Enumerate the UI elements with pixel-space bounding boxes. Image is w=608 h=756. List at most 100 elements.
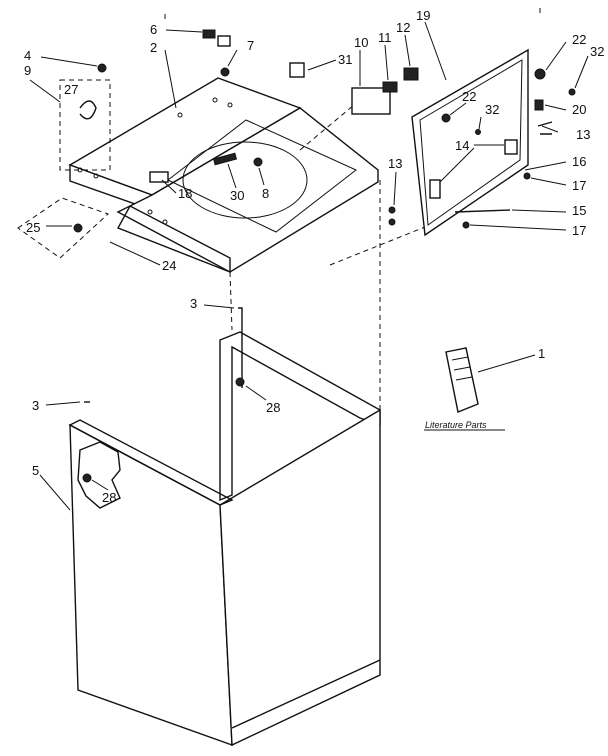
leader-6 (165, 29, 203, 33)
hole (147, 209, 153, 215)
leader-5 (39, 474, 71, 511)
leader-2 (164, 49, 177, 109)
part-11 (382, 81, 398, 93)
cabinet-top-rim (68, 419, 234, 506)
screw-13a (388, 206, 396, 214)
leader-17 (530, 177, 567, 186)
leader-8 (258, 167, 265, 186)
callout-5: 5 (32, 463, 39, 478)
bumper-17 (523, 172, 531, 180)
callout-1: 1 (538, 346, 545, 361)
lid-outer (411, 48, 529, 237)
callout-12: 12 (396, 20, 410, 35)
callout-2: 2 (150, 40, 157, 55)
callout-11: 11 (378, 30, 392, 45)
callout-24: 24 (162, 258, 176, 273)
hole (212, 97, 218, 103)
bumper-17b (462, 221, 470, 229)
leader-13 (541, 125, 559, 133)
hinge-14 (504, 139, 518, 155)
callout-27: 27 (64, 82, 78, 97)
literature-booklet (445, 347, 479, 413)
leader-18 (161, 179, 177, 194)
leader-32b (478, 116, 482, 130)
screw-8 (253, 157, 263, 167)
leader-30 (227, 163, 237, 189)
screw-28b (82, 473, 92, 483)
callout-13b: 13 (388, 156, 402, 171)
leader-7 (227, 49, 238, 67)
leader-4 (40, 56, 98, 67)
callout-17a: 17 (572, 178, 586, 193)
callout-25: 25 (26, 220, 40, 235)
cabinet (68, 331, 381, 747)
lid-inner (419, 59, 523, 226)
callout-17b: 17 (572, 223, 586, 238)
top-panel-right (117, 107, 379, 273)
leader-28 (245, 385, 267, 401)
leader-24 (109, 241, 161, 266)
leader-12 (404, 34, 411, 67)
callout-10: 10 (354, 35, 368, 50)
switch-25 (73, 223, 83, 233)
callout-28a: 28 (266, 400, 280, 415)
leader-15 (511, 209, 567, 213)
part-30 (212, 152, 238, 166)
callout-22b: 22 (462, 89, 476, 104)
hole (162, 219, 168, 225)
box-item-24 (17, 197, 109, 259)
callout-30: 30 (230, 188, 244, 203)
switch-27 (79, 100, 97, 120)
leader-dashed (299, 99, 361, 151)
leader-19 (424, 21, 447, 81)
leader-22b (449, 102, 467, 116)
cabinet-side (219, 408, 381, 747)
booklet-line (453, 366, 471, 371)
screw-32 (568, 88, 576, 96)
tub-ring (182, 141, 308, 219)
callout-labels: 6 2 7 4 9 27 31 10 11 12 19 22 32 20 13 … (24, 8, 604, 505)
callout-32a: 32 (590, 44, 604, 59)
callout-8: 8 (262, 186, 269, 201)
literature-parts: Literature Parts (424, 347, 505, 431)
callout-28b: 28 (102, 490, 116, 505)
bumper-22b (441, 113, 451, 123)
callout-31: 31 (338, 52, 352, 67)
callout-22a: 22 (572, 32, 586, 47)
leader-16 (524, 161, 567, 171)
screw-28 (235, 377, 245, 387)
clip-6 (202, 29, 216, 39)
leader-dashed (229, 271, 233, 331)
lid-opening (167, 119, 357, 233)
top-panel (68, 77, 379, 274)
part-12 (403, 67, 419, 81)
booklet-line (455, 376, 473, 381)
screws-13 (537, 121, 553, 135)
part-20 (534, 99, 544, 111)
hole (227, 102, 233, 108)
screw-7 (220, 67, 230, 77)
callout-16: 16 (572, 154, 586, 169)
callout-13a: 13 (576, 127, 590, 142)
toe-kick (231, 659, 381, 729)
leader-14b (439, 147, 475, 183)
screw-3-and-28 (238, 307, 243, 388)
leader-1 (477, 354, 536, 373)
callout-3b: 3 (32, 398, 39, 413)
leader-13b (393, 171, 397, 206)
leader-31 (307, 59, 337, 71)
literature-label: Literature Parts (425, 420, 487, 430)
callout-32b: 32 (485, 102, 499, 117)
rod-15 (454, 209, 511, 213)
callout-15: 15 (572, 203, 586, 218)
bracket-18 (149, 171, 169, 183)
callout-9: 9 (24, 63, 31, 78)
callout-19: 19 (416, 8, 430, 23)
cabinet-frame (219, 331, 381, 502)
leader-3 (203, 304, 235, 309)
booklet-line (451, 356, 469, 361)
leader-20 (544, 104, 567, 111)
lid (411, 48, 529, 237)
callout-6: 6 (150, 22, 157, 37)
